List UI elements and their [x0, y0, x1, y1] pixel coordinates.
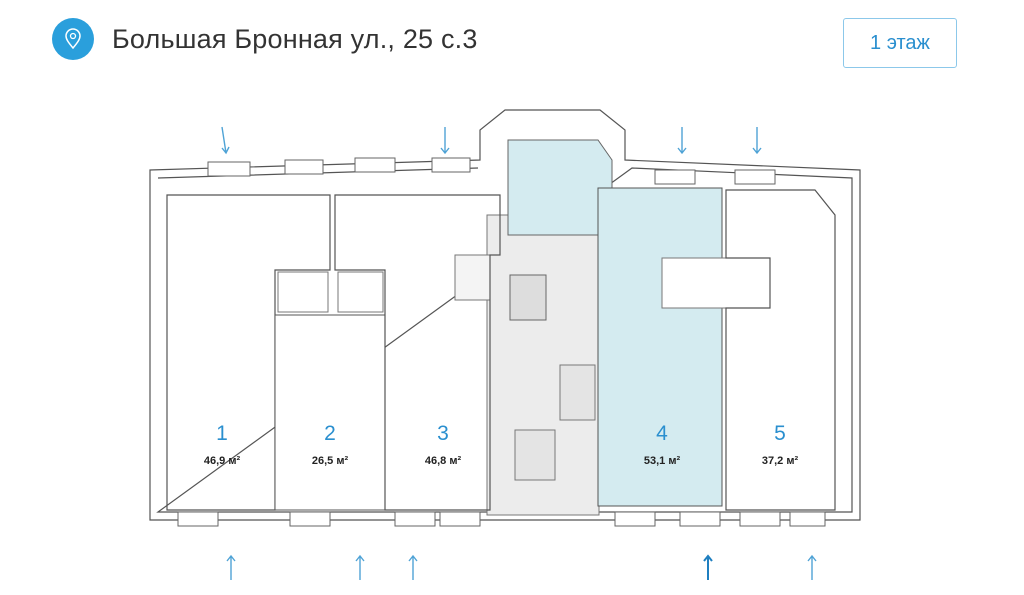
room-2-number: 2 — [324, 422, 336, 445]
restroom — [277, 271, 329, 313]
room-3-area: 46,8 м² — [425, 455, 462, 467]
floor-selector-button[interactable]: 1 этаж — [843, 18, 957, 68]
restroom — [337, 271, 384, 313]
room-4-area: 53,1 м² — [644, 455, 681, 467]
elevator — [509, 274, 547, 321]
location-pin-icon — [52, 18, 94, 60]
room-3[interactable] — [334, 194, 501, 511]
room-3-number: 3 — [437, 422, 449, 445]
highlight-bay — [507, 139, 613, 236]
room-5-number: 5 — [774, 422, 786, 445]
restroom — [661, 257, 771, 309]
room-2[interactable] — [274, 314, 386, 511]
restroom — [454, 254, 491, 301]
stairs — [514, 429, 556, 481]
room-5[interactable] — [725, 189, 836, 511]
address-title: Большая Бронная ул., 25 с.3 — [112, 23, 478, 54]
entrance-arrows — [221, 126, 817, 580]
room-4-number: 4 — [656, 422, 668, 445]
room-1-area: 46,9 м² — [204, 455, 241, 467]
room-5-area: 37,2 м² — [762, 455, 799, 467]
stairs — [559, 364, 596, 421]
windows — [177, 157, 826, 527]
room-1-number: 1 — [216, 422, 228, 445]
room-2-area: 26,5 м² — [312, 455, 349, 467]
header: Большая Бронная ул., 25 с.3 — [52, 18, 478, 60]
room-4[interactable] — [597, 187, 723, 507]
room-1[interactable] — [166, 194, 331, 511]
